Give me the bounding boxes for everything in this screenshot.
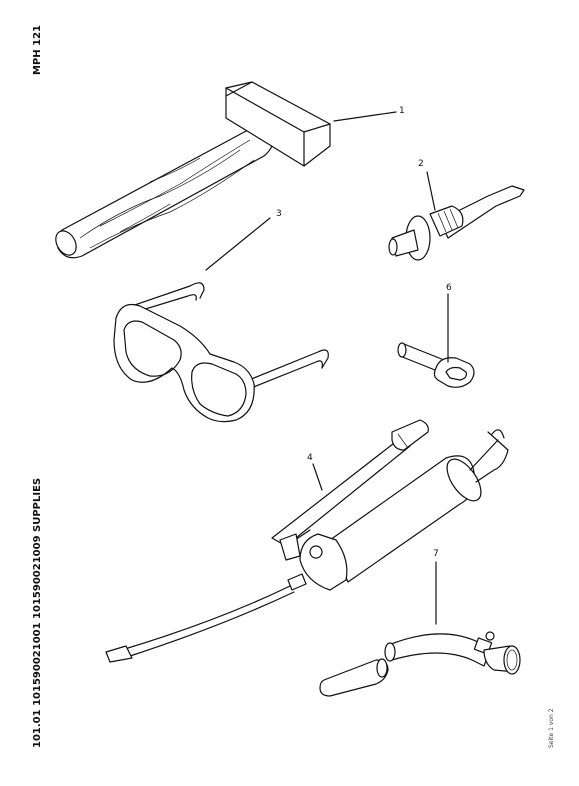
hose-clamp-icon [319, 631, 521, 697]
leader-line-1 [333, 111, 397, 122]
safety-glasses-icon [113, 282, 329, 423]
grease-gun-icon [105, 419, 509, 663]
leader-line-2 [426, 171, 436, 211]
leader-line-4 [312, 463, 323, 491]
hammer-icon [55, 81, 331, 259]
callout-6: 6 [446, 283, 452, 293]
callout-4: 4 [307, 453, 313, 463]
key-icon [397, 342, 475, 388]
grease-nozzle-icon [388, 185, 525, 261]
callout-1: 1 [399, 106, 405, 116]
leader-line-3 [205, 217, 271, 271]
callout-3: 3 [276, 209, 282, 219]
callout-2: 2 [418, 159, 424, 169]
callout-7: 7 [433, 549, 439, 559]
